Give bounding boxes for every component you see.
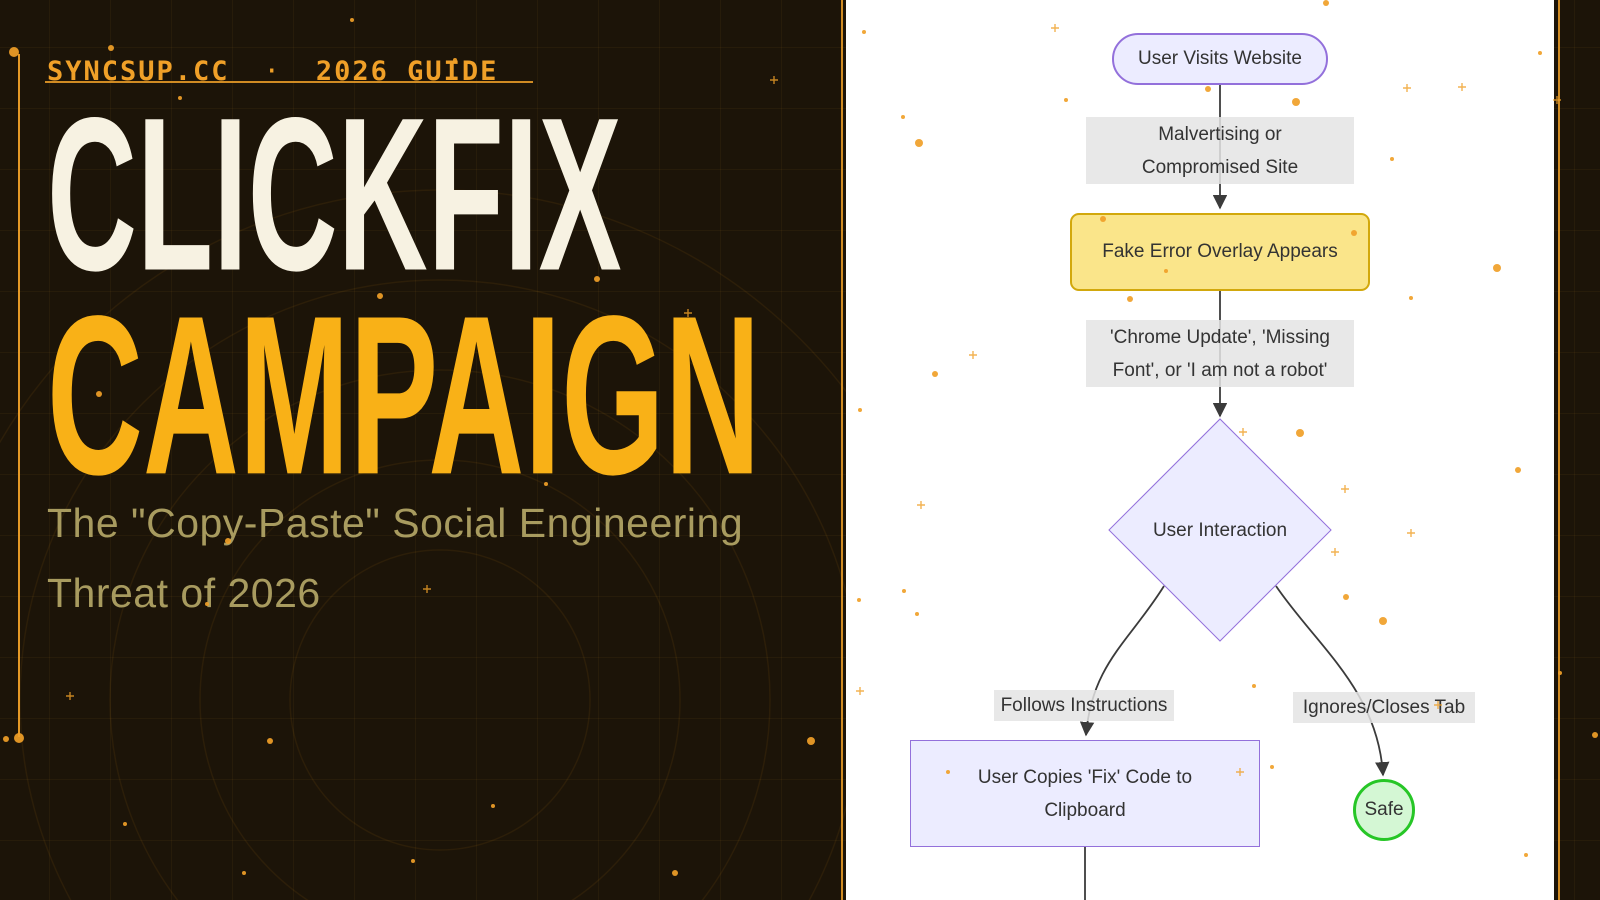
edge-label-follows-instructions: Follows Instructions bbox=[994, 690, 1174, 721]
edge-decision-to-safe bbox=[1275, 585, 1390, 777]
node-user-visits-website: User Visits Website bbox=[1112, 33, 1328, 85]
edge-label-lures: 'Chrome Update', 'Missing Font', or 'I a… bbox=[1086, 320, 1354, 387]
kicker-underline bbox=[45, 81, 533, 83]
node-label: Fake Error Overlay Appears bbox=[1102, 241, 1338, 262]
panel-frame-line-left bbox=[841, 0, 843, 900]
edge-label-malvertising: Malvertising or Compromised Site bbox=[1086, 117, 1354, 184]
title-clickfix: CLICKFIX bbox=[47, 72, 622, 317]
vertical-accent-line bbox=[18, 54, 20, 737]
subtitle-line-1: The "Copy-Paste" Social Engineering bbox=[47, 500, 744, 546]
node-safe: Safe bbox=[1353, 779, 1415, 841]
title-campaign: CAMPAIGN bbox=[47, 268, 761, 522]
node-user-interaction-label: User Interaction bbox=[1152, 519, 1288, 541]
left-hero-panel: SYNCSUP.CC·2026 GUIDE CLICKFIX CAMPAIGN … bbox=[0, 54, 846, 900]
node-fake-error-overlay: Fake Error Overlay Appears bbox=[1070, 213, 1370, 291]
kicker-separator: · bbox=[263, 56, 282, 87]
flowchart-panel: User Visits Website Malvertising or Comp… bbox=[846, 0, 1554, 900]
node-user-copies-fix-code: User Copies 'Fix' Code to Clipboard bbox=[910, 740, 1260, 847]
panel-frame-line-right bbox=[1558, 0, 1560, 900]
node-label: User Visits Website bbox=[1137, 48, 1302, 69]
edge-label-ignores-closes-tab: Ignores/Closes Tab bbox=[1293, 692, 1475, 723]
subtitle-line-2: Threat of 2026 bbox=[47, 570, 321, 616]
node-label: Safe bbox=[1364, 799, 1404, 820]
subtitle: The "Copy-Paste" Social Engineering Thre… bbox=[47, 488, 743, 628]
